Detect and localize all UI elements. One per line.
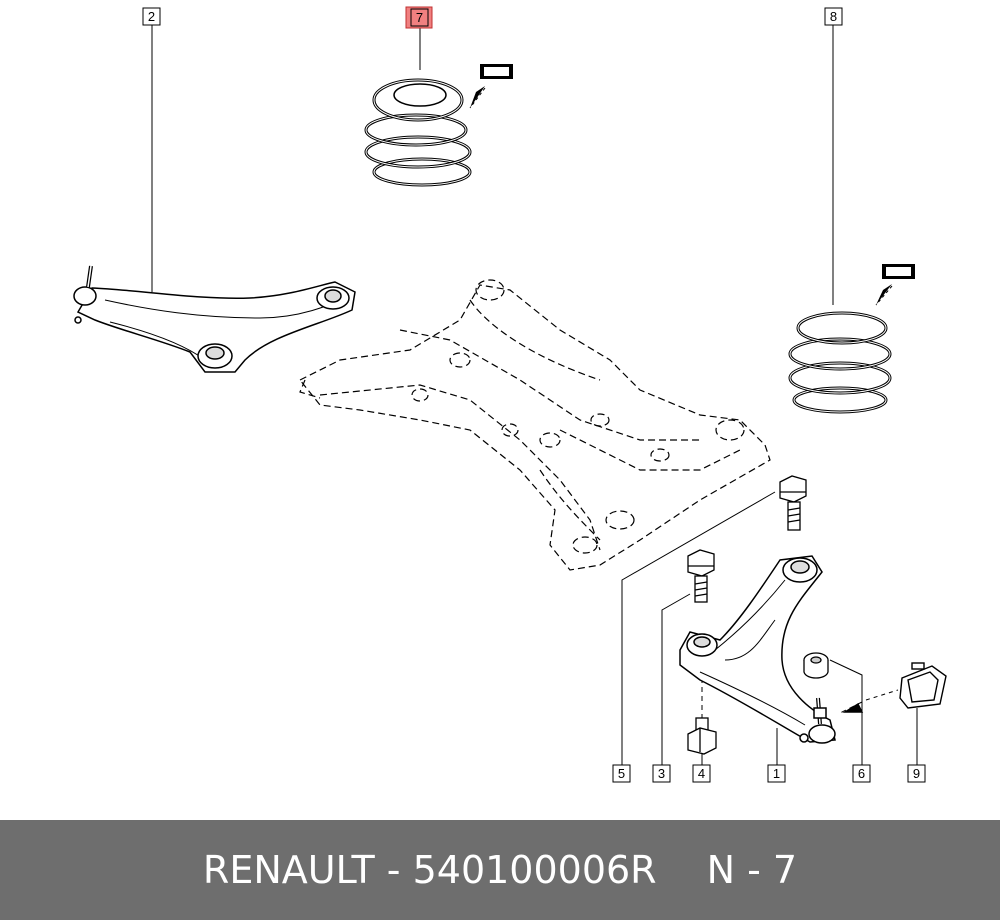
- bolt-3: [687, 549, 715, 603]
- leader-line-5: [621, 491, 776, 765]
- callout-label: 6: [858, 766, 865, 781]
- callout-label: 2: [148, 9, 155, 24]
- callout-1: 1: [767, 764, 786, 783]
- callout-label: 3: [658, 766, 665, 781]
- part-number-text: RENAULT - 540100006R: [202, 848, 657, 892]
- coil-spring-8: [788, 311, 892, 414]
- footer-bar: RENAULT - 540100006R N - 7: [0, 820, 1000, 920]
- callout-8: 8: [824, 7, 843, 26]
- callout-box: [142, 7, 161, 26]
- leader-lines: [151, 25, 918, 765]
- callout-label: 4: [698, 766, 705, 781]
- protective-cap-9: [842, 662, 947, 713]
- callout-label: 5: [618, 766, 625, 781]
- callout-5: 5: [612, 764, 631, 783]
- control-arm-2: [73, 265, 356, 373]
- callout-9: 9: [907, 764, 926, 783]
- tag-icon-8: [875, 264, 915, 306]
- subframe: [299, 279, 771, 571]
- leader-line-3: [661, 593, 691, 765]
- nut-4: [687, 717, 717, 755]
- callout-7: 7: [405, 6, 433, 29]
- tag-icon-7: [469, 64, 513, 109]
- exploded-parts-diagram: 2 7 8 5 3 4 1 6 9: [73, 6, 947, 783]
- callout-2: 2: [142, 7, 161, 26]
- callout-label: 8: [830, 9, 837, 24]
- callout-6: 6: [852, 764, 871, 783]
- callout-box-highlight: [406, 7, 432, 28]
- coil-spring-7: [364, 78, 472, 187]
- bolt-5: [779, 475, 807, 531]
- leader-line-6: [829, 659, 863, 765]
- callout-label: 9: [913, 766, 920, 781]
- control-arm-1: [679, 555, 836, 744]
- callout-label: 7: [416, 10, 423, 25]
- callout-3: 3: [652, 764, 671, 783]
- callout-4: 4: [692, 764, 711, 783]
- position-number-text: N - 7: [706, 848, 798, 892]
- bushing-6: [803, 652, 829, 679]
- callout-label: 1: [773, 766, 780, 781]
